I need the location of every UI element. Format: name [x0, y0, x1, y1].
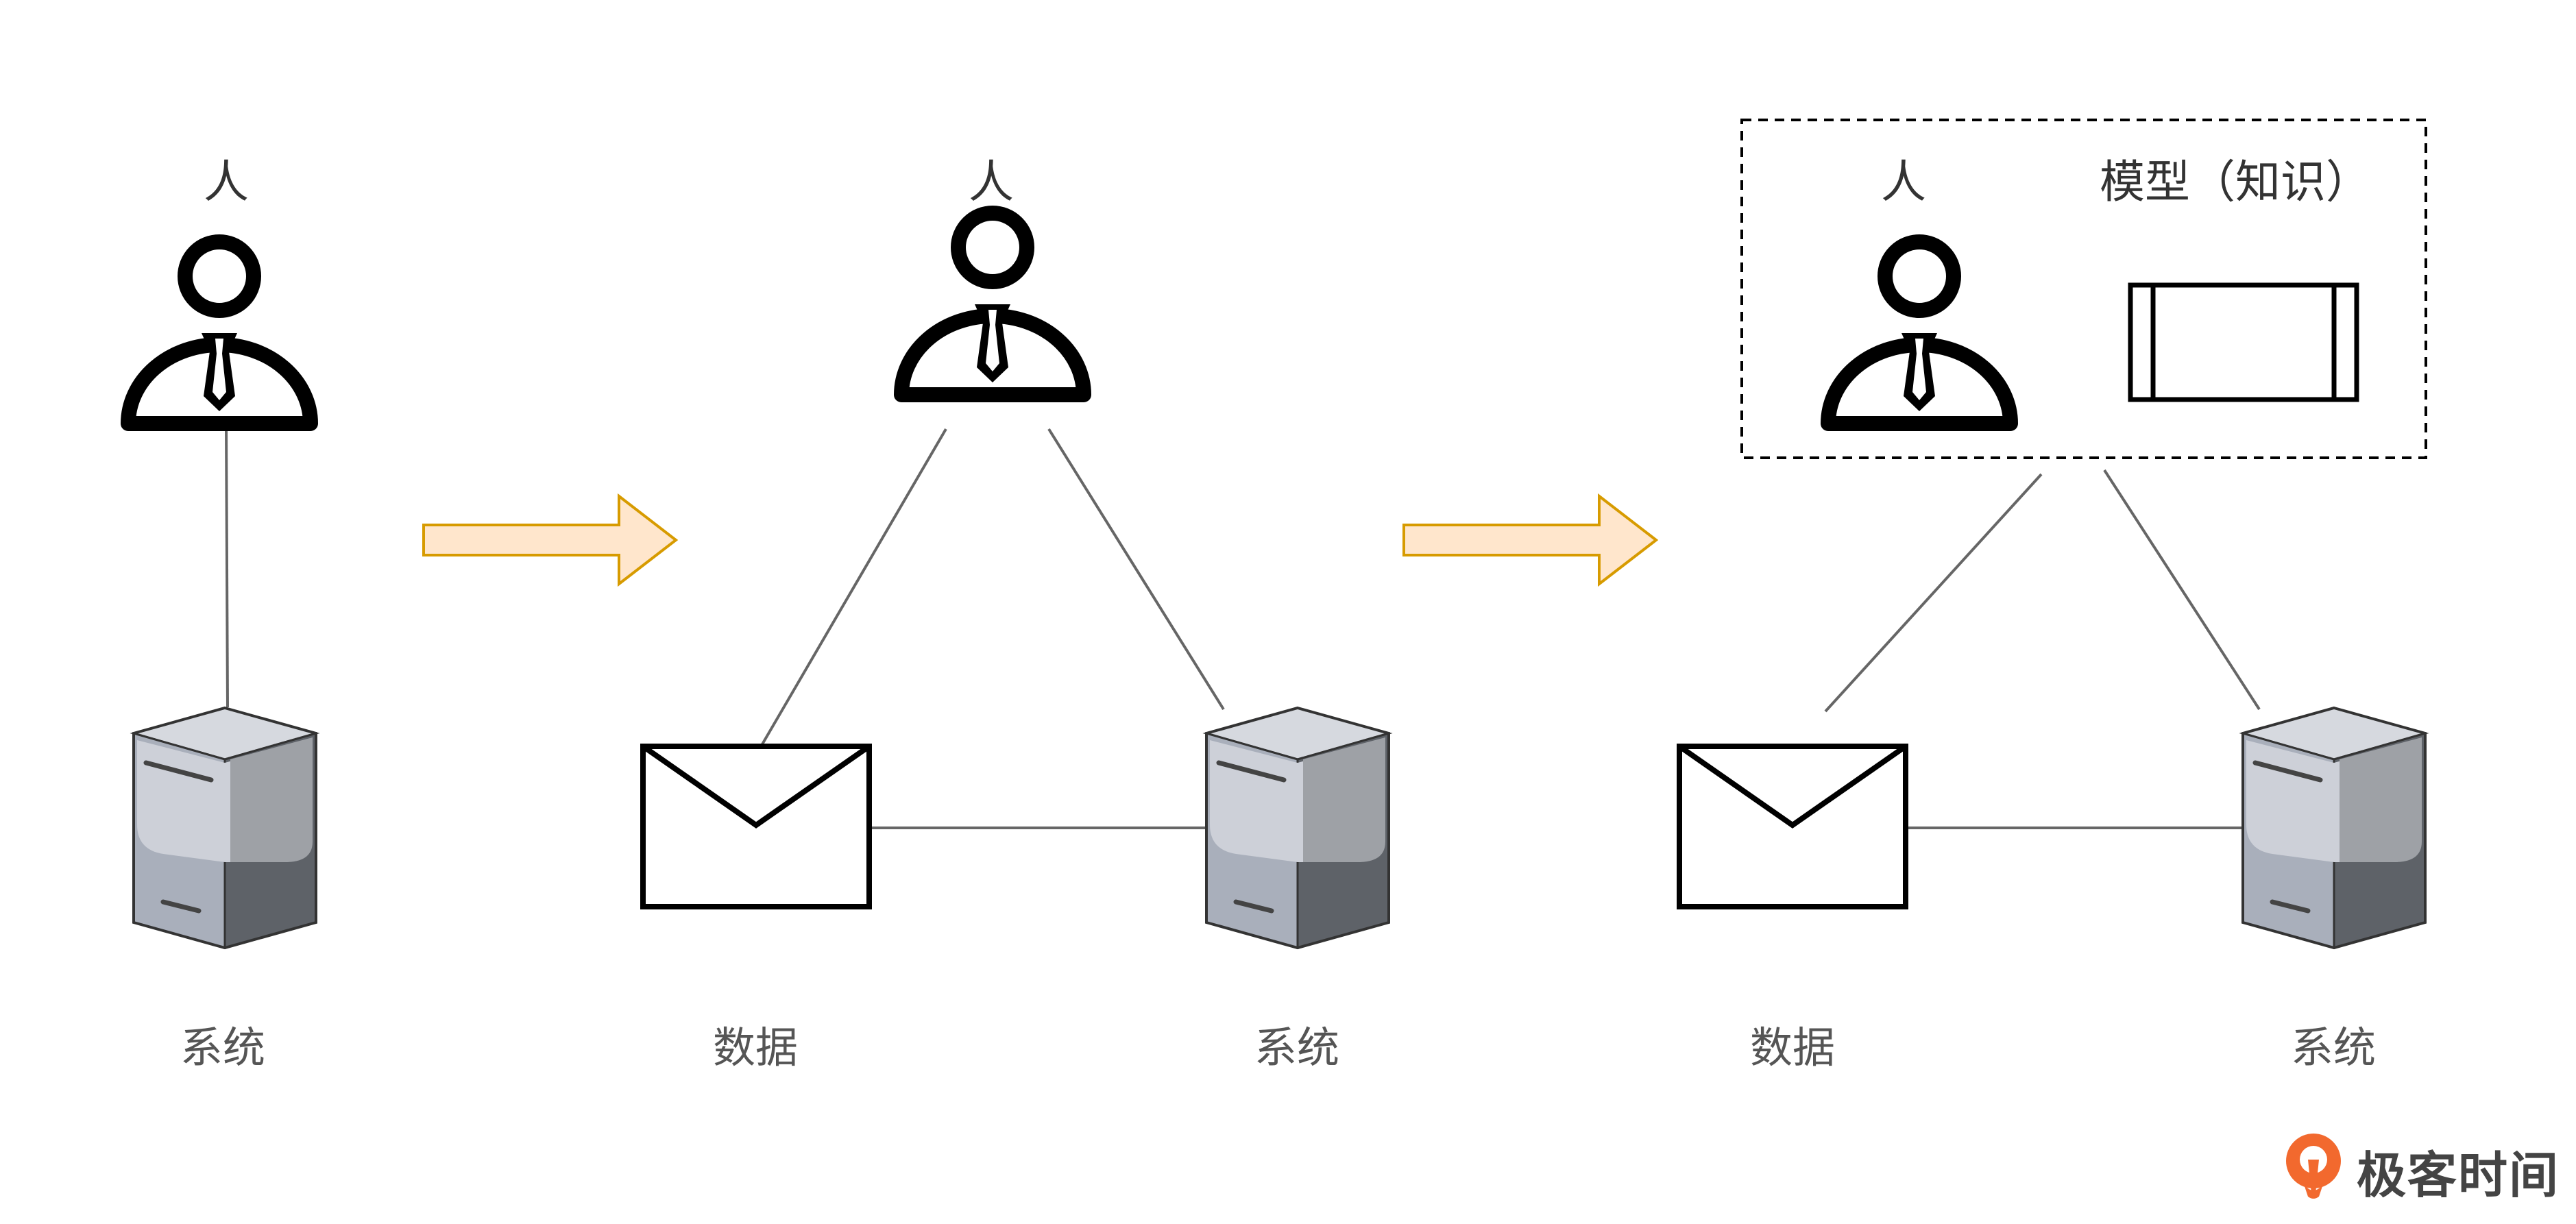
panel1-server-icon: [134, 708, 316, 948]
panel2-person-label: 人: [969, 156, 1014, 208]
panel3-model-label: 模型（知识）: [2100, 156, 2371, 208]
panel1-person-icon: [128, 242, 311, 424]
model-box-icon: [2128, 282, 2359, 402]
panel3-system-label: 系统: [2291, 1023, 2377, 1073]
right-arrow-icon-1: [422, 495, 677, 585]
panel1-system-label: 系统: [180, 1023, 266, 1073]
right-arrow-icon-2: [1402, 495, 1657, 585]
panel2-envelope-icon: [643, 746, 869, 907]
panel2-system-label: 系统: [1254, 1023, 1340, 1073]
panel3-link-group-data: [1824, 473, 2043, 713]
panel3-envelope-icon: [1679, 746, 1906, 907]
panel3-link-group-system: [2103, 469, 2261, 711]
panel1-link-person-system: [225, 424, 229, 708]
panel2-person-icon: [901, 213, 1084, 395]
geek-time-logo-icon: [2286, 1134, 2341, 1199]
panel2-link-person-data: [761, 428, 947, 746]
panel2-server-icon: [1206, 708, 1389, 948]
panel3-person-label: 人: [1881, 156, 1926, 208]
panel2-link-person-system: [1047, 428, 1225, 711]
brand-name: 极客时间: [2357, 1146, 2560, 1204]
panel3-server-icon: [2243, 708, 2425, 948]
panel1-person-label: 人: [204, 156, 249, 208]
panel2-data-label: 数据: [713, 1023, 799, 1073]
panel3-person-icon: [1828, 242, 2010, 424]
panel3-data-label: 数据: [1750, 1023, 1836, 1073]
brand-watermark: 极客时间: [2344, 1129, 2560, 1212]
